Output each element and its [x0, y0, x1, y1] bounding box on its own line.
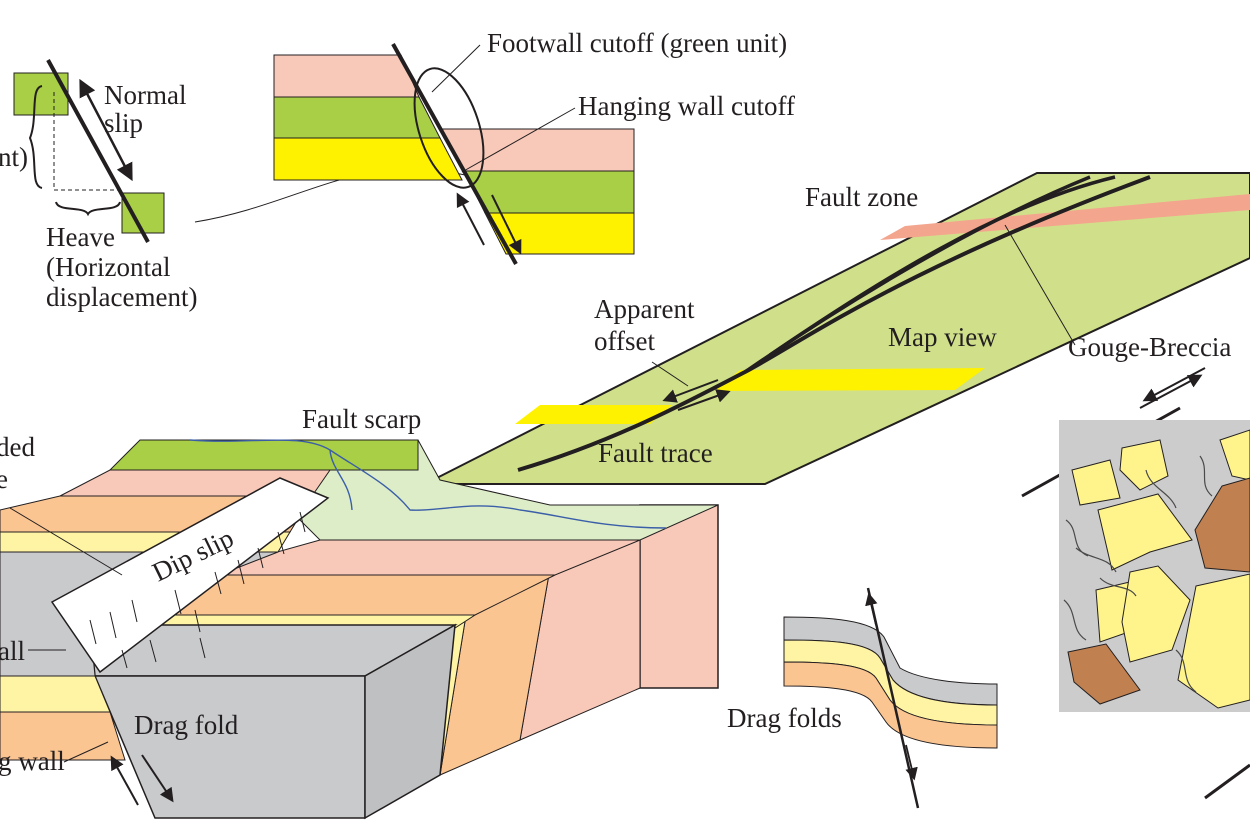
slickensided-leader	[9, 507, 123, 576]
drag-down-arrow	[905, 744, 918, 781]
drag-fold-up-arrow	[110, 755, 139, 806]
hanging-wall-label-fragment: g wall	[0, 746, 65, 776]
cutoff-panel: Footwall cutoff (green unit) Hanging wal…	[273, 28, 795, 265]
hangingwall-green-unit	[121, 192, 165, 234]
apparent-offset-label-2: offset	[594, 326, 655, 356]
hangingwall-down-arrow	[491, 194, 522, 255]
footwall-cutoff-leader	[431, 44, 481, 93]
drag-folds-panel: Drag folds	[727, 587, 998, 809]
breccia-fault-line-lower	[1204, 763, 1250, 800]
gouge-shear-traces	[1063, 455, 1213, 693]
fault-line	[391, 43, 518, 265]
throw-label-fragment: nt)	[0, 142, 28, 172]
hangingwall-yellow-unit	[484, 212, 635, 255]
footwall-label-fragment: all	[0, 636, 25, 666]
footwall-lower-yellow	[0, 675, 111, 713]
map-yellow-band-left	[515, 405, 672, 424]
throw-brace	[28, 85, 43, 189]
footwall-pink-unit	[273, 54, 420, 98]
clast	[1219, 429, 1250, 481]
fault-trace-line	[517, 175, 1151, 472]
heave-label: Heave	[46, 222, 115, 252]
cutoff-ellipse	[413, 67, 485, 189]
footwall-yellow-unit	[273, 137, 463, 181]
apparent-offset-arrow-left	[662, 379, 719, 403]
throw-dashed-guide	[53, 92, 118, 191]
normal-slip-arrow	[79, 78, 133, 182]
clast	[1097, 493, 1193, 571]
heave-label-3: displacement)	[46, 282, 197, 312]
slickensided-label-fragment: ded	[0, 432, 35, 462]
slickenline-marks	[89, 511, 306, 669]
map-view-panel: Fault zone Apparent offset Map view Faul…	[424, 172, 1250, 485]
breccia-half-arrow-2	[1139, 374, 1203, 409]
drag-fold-label: Drag fold	[134, 710, 239, 740]
fault-zone-strand-2	[769, 175, 1116, 357]
apparent-offset-leader	[651, 361, 689, 387]
heave-label-2: (Horizontal	[46, 252, 170, 282]
hangingwall-green-unit	[463, 170, 635, 214]
apparent-offset-arrow-right	[677, 389, 731, 411]
footwall-top-green	[108, 439, 419, 471]
clast	[1067, 643, 1141, 705]
clast	[1121, 565, 1191, 663]
drag-orange-layer	[783, 661, 998, 749]
clast	[1177, 573, 1250, 709]
clast	[1071, 459, 1121, 506]
apparent-offset-label: Apparent	[594, 294, 695, 324]
hanging-wall-cutoff-leader	[461, 107, 576, 173]
clast	[1119, 439, 1169, 491]
slip-heave-panel: Normal slip nt) Heave (Horizontal displa…	[0, 59, 466, 312]
drag-folds-label: Drag folds	[727, 703, 842, 733]
drag-fold-down-arrow	[141, 754, 174, 803]
normal-slip-label: Normal	[104, 80, 186, 110]
block-side-face	[364, 623, 456, 820]
block-diagram-panel: Fault scarp ded e Dip slip all Drag fold…	[0, 404, 719, 820]
hanging-wall-leader	[63, 741, 109, 763]
slickensided-label-fragment-2: e	[0, 464, 8, 494]
hangingwall-pink-unit	[441, 128, 635, 172]
block-front-face	[93, 675, 366, 819]
slickensided-dip-slip-surface	[50, 477, 330, 674]
map-pink-band	[880, 194, 1250, 240]
fault-trace-label: Fault trace	[598, 438, 713, 468]
footwall-up-arrow	[456, 192, 485, 246]
gouge-breccia-leader	[1004, 224, 1076, 346]
normal-slip-label-2: slip	[104, 108, 143, 138]
footwall-cutoff-label: Footwall cutoff (green unit)	[487, 28, 787, 58]
gouge-breccia-panel: Gouge-Breccia	[1021, 332, 1250, 800]
hanging-wall-cutoff-label: Hanging wall cutoff	[578, 91, 795, 121]
drag-up-arrow	[865, 592, 878, 626]
heave-brace	[55, 201, 121, 217]
clast	[1194, 477, 1250, 573]
breccia-half-arrow-1	[1142, 367, 1206, 402]
fault-zone-label: Fault zone	[805, 182, 918, 212]
gouge-breccia-label: Gouge-Breccia	[1068, 332, 1231, 362]
fault-scarp-label: Fault scarp	[302, 404, 421, 434]
drainage-streams	[189, 439, 667, 529]
map-view-label: Map view	[888, 322, 997, 352]
map-yellow-band-right	[715, 368, 985, 391]
